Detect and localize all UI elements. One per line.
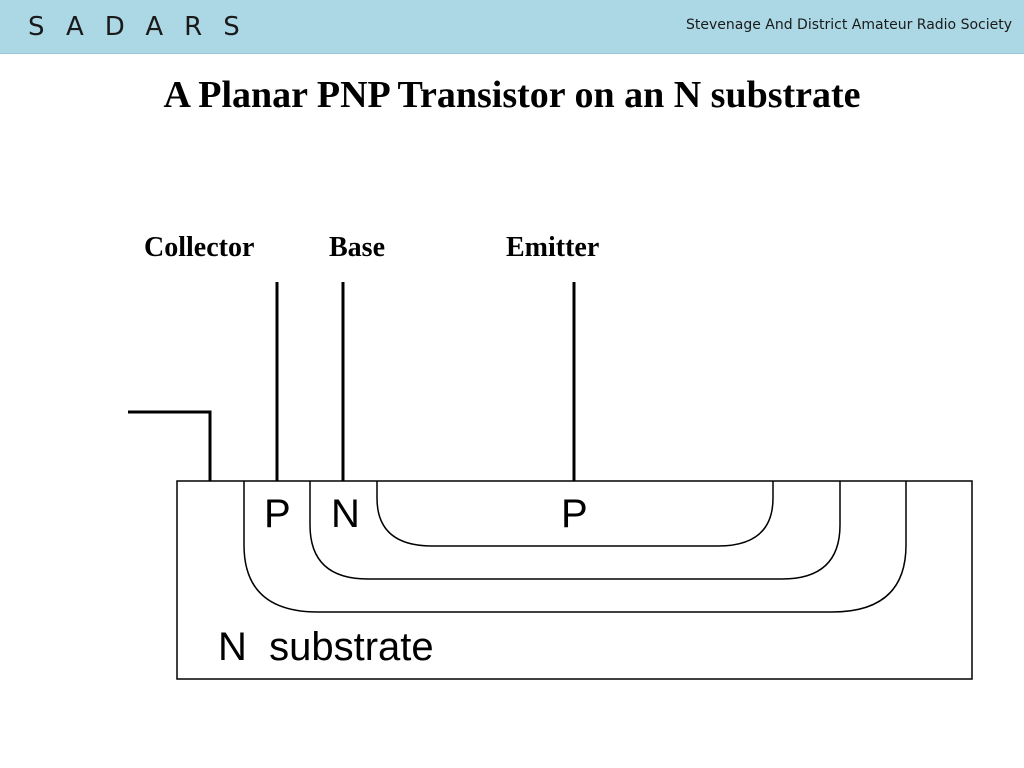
collector-region-label: P: [264, 492, 291, 536]
slide-title: A Planar PNP Transistor on an N substrat…: [163, 74, 861, 116]
collector-label: Collector: [144, 232, 254, 263]
base-n-region: [309, 481, 841, 580]
base-region-label: N: [331, 492, 360, 536]
substrate-lead: [128, 410, 212, 481]
sadars-logo: SADARS: [28, 12, 261, 42]
emitter-p-region: [376, 481, 774, 547]
substrate-label: N substrate: [218, 625, 434, 669]
base-label: Base: [329, 232, 385, 263]
collector-p-region: [243, 481, 907, 613]
emitter-region-label: P: [561, 492, 588, 536]
society-name: Stevenage And District Amateur Radio Soc…: [685, 17, 1012, 33]
emitter-label: Emitter: [506, 232, 599, 263]
header-banner: SADARS Stevenage And District Amateur Ra…: [0, 0, 1024, 54]
